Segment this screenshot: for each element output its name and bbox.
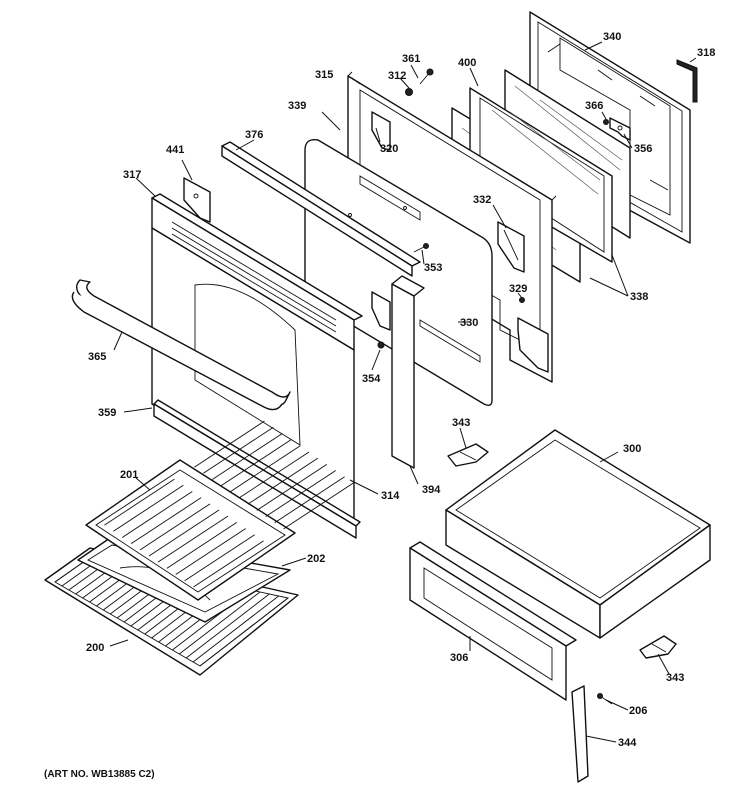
broiler-grid-201: [85, 420, 354, 601]
callout-315: 315: [315, 69, 333, 81]
bracket-small: [371, 291, 391, 331]
callout-354: 354: [362, 373, 381, 385]
callout-206: 206: [629, 705, 647, 717]
rack-wire: [179, 591, 261, 655]
door-gasket-318: [676, 59, 698, 103]
grid-slot: [122, 491, 193, 538]
door-bottom-trim-359: [153, 399, 361, 539]
screw-366: [603, 119, 609, 125]
callout-441: 441: [166, 144, 184, 156]
washer-312: [405, 88, 413, 96]
rack-wire: [199, 597, 289, 667]
grid-slot: [256, 463, 328, 511]
callout-320: 320: [380, 143, 398, 155]
grid-slot: [229, 445, 301, 493]
screw-206: [597, 693, 613, 705]
grid-slot: [157, 515, 229, 563]
screw-353: [413, 243, 429, 253]
grid-slot: [166, 521, 238, 569]
callout-339: 339: [288, 100, 306, 112]
callout-338: 338: [630, 291, 648, 303]
grid-slot: [139, 503, 211, 551]
callout-318: 318: [697, 47, 715, 59]
hinge-332: [497, 221, 525, 273]
callout-376: 376: [245, 129, 263, 141]
callout-394: 394: [422, 484, 441, 496]
callout-356: 356: [634, 143, 652, 155]
callout-201: 201: [120, 469, 138, 481]
grid-slot: [247, 457, 319, 505]
grid-slot: [193, 540, 264, 588]
grid-slot: [148, 509, 220, 557]
door-handle-365: [71, 279, 291, 411]
hinge-bracket-441: [183, 177, 211, 223]
grid-slot: [283, 482, 354, 530]
callout-340: 340: [603, 31, 621, 43]
leader-lines: [109, 41, 697, 743]
screw-354: [377, 341, 385, 349]
drawer-rail-344: [571, 685, 589, 783]
grid-slot: [113, 484, 184, 532]
callout-306: 306: [450, 652, 468, 664]
grid-slot: [265, 470, 336, 517]
callout-359: 359: [98, 407, 116, 419]
grid-slot: [212, 433, 283, 480]
callout-312: 312: [388, 70, 406, 82]
door-front-panel-317: [151, 193, 363, 529]
callout-330: 330: [460, 317, 478, 329]
rack-wire: [185, 593, 270, 659]
callout-300: 300: [623, 443, 641, 455]
grid-slot: [175, 528, 246, 575]
art-number: (ART NO. WB13885 C2): [44, 769, 155, 780]
drawer-front-306: [409, 541, 577, 701]
callout-344: 344: [618, 737, 637, 749]
grid-slot: [184, 534, 255, 582]
drawer-glide-343-upper: [447, 443, 489, 467]
screw-329: [519, 297, 525, 303]
grid-slot: [194, 420, 265, 468]
grid-slot: [274, 476, 345, 524]
hinge-bracket-320: [371, 111, 391, 151]
grid-slot: [203, 426, 274, 474]
callout-343-lower: 343: [666, 672, 684, 684]
callout-343-upper: 343: [452, 417, 470, 429]
drawer-box-300: [445, 429, 711, 639]
rack-wire: [192, 595, 279, 663]
callout-329: 329: [509, 283, 527, 295]
grid-slot: [238, 451, 310, 499]
callout-365: 365: [88, 351, 106, 363]
side-trim-394: [391, 275, 425, 469]
hinge-receiver-329: [517, 317, 549, 373]
hinge-bracket-356: [609, 117, 631, 141]
screw-361: [419, 68, 434, 85]
callout-202: 202: [307, 553, 325, 565]
callout-353: 353: [424, 262, 442, 274]
drawer-glide-343-lower: [639, 635, 677, 659]
grid-slot: [220, 439, 292, 487]
callout-332: 332: [473, 194, 491, 206]
callout-400: 400: [458, 57, 476, 69]
callout-200: 200: [86, 642, 104, 654]
callout-361: 361: [402, 53, 420, 65]
grid-slot: [130, 497, 202, 545]
callout-317: 317: [123, 169, 141, 181]
callout-314: 314: [381, 490, 400, 502]
grid-slot: [104, 478, 175, 526]
callout-366: 366: [585, 100, 603, 112]
callout-labels: 340 318 361 312 315 400 366 356 339 376 …: [86, 31, 715, 749]
vent-trim-376: [221, 141, 421, 277]
